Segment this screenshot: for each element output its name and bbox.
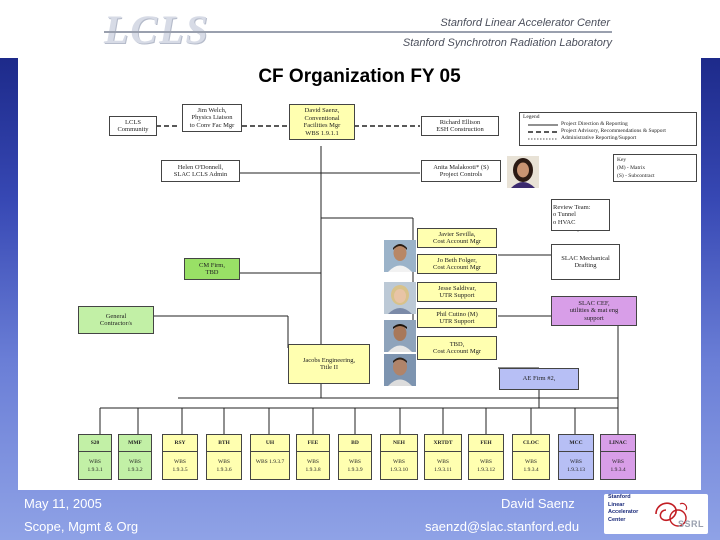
wbs-code: BTH	[207, 435, 241, 452]
key-item-subcontract: (S) - Subcontract	[617, 173, 655, 179]
wbs-code: NEH	[381, 435, 417, 452]
photo-cutino	[384, 354, 416, 386]
ssrl-text: SSRL	[678, 519, 705, 529]
wbs-code: FEH	[469, 435, 503, 452]
chart-title: CF Organization FY 05	[258, 66, 461, 87]
footer-email[interactable]: saenzd@slac.stanford.edu	[425, 519, 580, 534]
box-malakooti: Anita Malakooti* (S)Project Controls	[421, 160, 501, 182]
legend-line-dotted	[528, 138, 558, 140]
wbs-code: UH	[251, 435, 289, 452]
box-ae-firm: AE Firm #2,	[499, 368, 579, 390]
wbs-code: CLOC	[513, 435, 549, 452]
ssrl-logo: Stanford Linear Accelerator Center SSRL	[604, 494, 708, 534]
key-box: Key (M) - Matrix (S) - Subcontract	[613, 154, 697, 182]
photo-malakooti	[507, 156, 539, 188]
wbs-code: S20	[79, 435, 111, 452]
wbs-code: RSY	[163, 435, 197, 452]
box-sevilla: Javier Sevilla,Cost Account Mgr	[417, 228, 497, 248]
photo-sevilla	[384, 240, 416, 272]
wbs-box: UH WBS 1.9.3.7	[250, 434, 290, 480]
key-title: Key	[617, 157, 627, 163]
legend-item-direction: Project Direction & Reporting	[561, 121, 628, 127]
box-cutino: Phil Cutino (M)UTR Support	[417, 308, 497, 328]
footer-date: May 11, 2005	[24, 496, 102, 511]
wbs-code: MCC	[559, 435, 593, 452]
footer-author: David Saenz	[501, 496, 575, 511]
slac-logo-text: Stanford Linear Accelerator Center	[608, 494, 639, 523]
box-jacobs: Jacobs Engineering,Title II	[288, 344, 370, 384]
header: LCLS Stanford Linear Accelerator Center …	[0, 0, 720, 58]
wbs-code: LINAC	[601, 435, 635, 452]
legend-line-dashed	[528, 131, 558, 133]
legend-item-advisory: Project Advisory, Recommendations & Supp…	[561, 128, 666, 134]
box-tbd-cam: TBD,Cost Account Mgr	[417, 336, 497, 360]
lcls-logo: LCLS	[104, 7, 210, 52]
box-saldivar: Jesse Saldivar,UTR Support	[417, 282, 497, 302]
header-rule	[104, 31, 612, 33]
wbs-code: MMF	[119, 435, 151, 452]
header-org-ssrl: Stanford Synchrotron Radiation Laborator…	[402, 37, 612, 49]
wbs-number: WBS 1.9.3.7	[255, 459, 285, 465]
wbs-code: XRTDT	[425, 435, 461, 452]
header-org-slac: Stanford Linear Accelerator Center	[440, 17, 610, 29]
legend-title: Legend	[523, 114, 540, 120]
box-cm-firm: CM Firm,TBD	[184, 258, 240, 280]
footer-subtitle: Scope, Mgmt & Org	[24, 519, 139, 534]
ssrl-ring-icon	[655, 502, 688, 527]
org-chart-panel: CF Organization FY 05	[18, 58, 701, 490]
wbs-code: BD	[339, 435, 371, 452]
legend-item-admin: Administrative Reporting/Support	[561, 135, 637, 141]
legend: Legend Project Direction & Reporting Pro…	[519, 112, 697, 146]
box-folger: Jo Beth Folger,Cost Account Mgr	[417, 254, 497, 274]
legend-line-solid	[528, 124, 558, 126]
photo-folger	[384, 282, 416, 314]
wbs-code: FEE	[297, 435, 329, 452]
key-item-matrix: (M) - Matrix	[617, 165, 646, 171]
photo-saldivar	[384, 320, 416, 352]
box-odonnell: Helen O'Donnell,SLAC LCLS Admin	[161, 160, 240, 182]
